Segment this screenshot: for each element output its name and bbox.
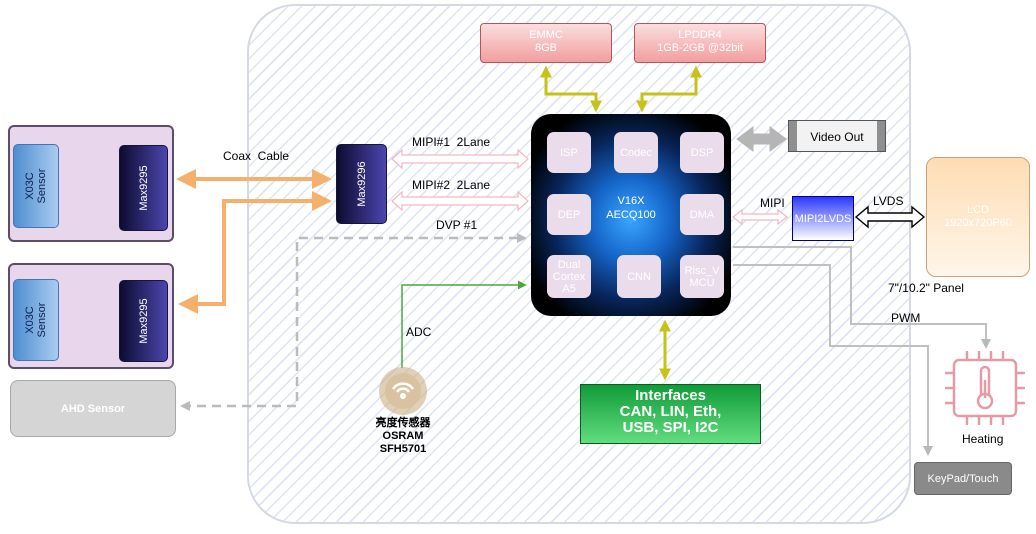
keypad-touch-block: KeyPad/Touch	[914, 462, 1012, 495]
lpddr4-title: LPDDR4	[678, 29, 722, 41]
interfaces-list-1: CAN, LIN, Eth,	[619, 403, 722, 420]
mipi1-label: MIPI#1 2Lane	[412, 135, 491, 149]
light-sensor-line3: SFH5701	[379, 443, 427, 455]
core-risc-line2: MCU	[689, 276, 715, 289]
emmc-title: EMMC	[529, 29, 563, 41]
core-isp: ISP	[547, 132, 591, 173]
dvp-label: DVP #1	[436, 218, 478, 232]
mipi-dma-arrow	[732, 208, 788, 226]
v16x-soc: ISP Codec DSP DEP DMA Dual Cortex A5 CNN…	[531, 114, 731, 316]
core-cnn: CNN	[617, 255, 661, 298]
x03c-sensor-1-label: X03C Sensor	[24, 168, 48, 204]
core-dual-cortex-line2: Cortex	[552, 270, 586, 283]
mipi2lvds-bridge: MIPI2LVDS	[792, 196, 854, 241]
ahd-sensor: AHD Sensor	[10, 380, 176, 437]
emmc-block: EMMC 8GB	[480, 23, 612, 63]
coax-cable-label: Coax Cable	[223, 149, 290, 163]
core-dual-cortex-line1: Dual	[557, 258, 581, 271]
soc-name-line2: AECQ100	[606, 209, 656, 221]
interfaces-title: Interfaces	[635, 387, 706, 404]
x03c-sensor-2-label: X03C Sensor	[24, 302, 48, 338]
lpddr4-spec: 1GB-2GB @32bit	[657, 42, 743, 54]
keypad-line	[733, 264, 933, 456]
pwm-label: PWM	[891, 311, 921, 325]
lcd-title: LCD	[966, 204, 989, 216]
core-dual-cortex-line3: A5	[562, 282, 576, 295]
light-sensor-label: 亮度传感器 OSRAM SFH5701	[352, 417, 454, 456]
max9295-serializer-2: Max9295	[119, 280, 168, 362]
keypad-touch-label: KeyPad/Touch	[927, 473, 999, 485]
ahd-sensor-label: AHD Sensor	[60, 403, 126, 415]
lcd-panel: LCD 1920x720P60	[926, 157, 1030, 277]
video-out-arrow	[736, 126, 787, 152]
max9295-serializer-2-label: Max9295	[137, 298, 150, 344]
soc-name-line1: V16X	[617, 195, 645, 207]
pwm-line	[733, 246, 991, 349]
core-dma: DMA	[680, 194, 724, 235]
lvds-label: LVDS	[873, 194, 904, 208]
lpddr4-bus	[636, 65, 702, 113]
mipi2-arrow	[391, 190, 529, 212]
x03c-sensor-1: X03C Sensor	[13, 144, 59, 228]
lcd-resolution: 1920x720P60	[944, 217, 1012, 229]
core-dep: DEP	[547, 194, 591, 235]
emmc-bus	[540, 65, 602, 113]
lvds-arrow	[854, 205, 926, 229]
x03c-sensor-2: X03C Sensor	[13, 279, 59, 361]
max9296-deserializer-label: Max9296	[355, 161, 368, 207]
light-sensor-icon	[379, 367, 427, 415]
core-dsp: DSP	[680, 132, 724, 173]
soc-name: V16X AECQ100	[601, 194, 661, 222]
lpddr4-block: LPDDR4 1GB-2GB @32bit	[634, 23, 766, 63]
interfaces-list-2: USB, SPI, I2C	[622, 419, 719, 436]
panel-label: 7"/10.2" Panel	[888, 281, 964, 295]
max9296-deserializer: Max9296	[336, 144, 387, 224]
core-codec: Codec	[614, 132, 658, 173]
core-dual-cortex-a5: Dual Cortex A5	[547, 255, 591, 298]
mipi2-label: MIPI#2 2Lane	[412, 178, 491, 192]
emmc-size: 8GB	[534, 42, 557, 54]
heating-chip-icon	[945, 351, 1025, 425]
core-risc-line1: Risc_V	[684, 264, 720, 277]
adc-label: ADC	[406, 325, 432, 339]
core-risc-v-mcu: Risc_V MCU	[680, 255, 724, 298]
interfaces-block: Interfaces CAN, LIN, Eth, USB, SPI, I2C	[580, 384, 761, 444]
coax-cable-2	[178, 191, 332, 314]
adc-line	[401, 280, 527, 368]
video-out-block: Video Out	[788, 120, 886, 152]
mipi-label: MIPI	[760, 196, 785, 210]
max9295-serializer-1: Max9295	[119, 145, 168, 231]
mipi2lvds-label: MIPI2LVDS	[794, 213, 852, 225]
max9295-serializer-1-label: Max9295	[137, 165, 150, 211]
video-out-label: Video Out	[810, 130, 864, 144]
light-sensor-line1: 亮度传感器	[375, 417, 431, 429]
dvp-dashed-line	[180, 233, 527, 411]
mipi1-arrow	[391, 148, 529, 170]
heating-label: Heating	[962, 432, 1004, 446]
light-sensor-line2: OSRAM	[382, 430, 424, 442]
